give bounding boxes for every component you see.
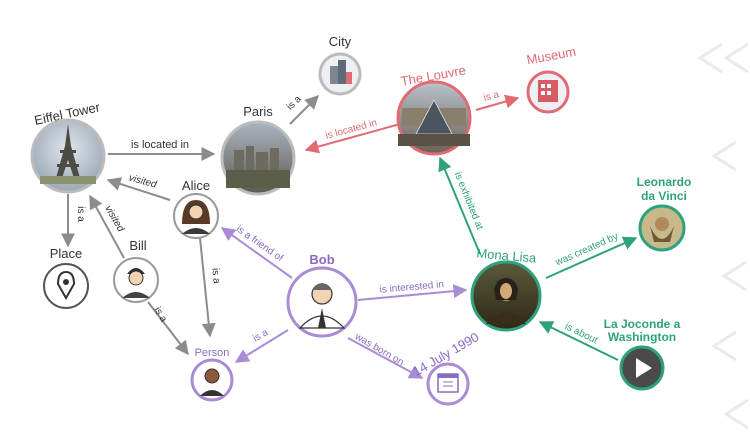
edge-eiffel-paris: is located in <box>108 139 216 161</box>
edge-mona-louvre: is exhibited at <box>438 156 485 255</box>
node-label-joconde-line2: Washington <box>608 330 676 344</box>
node-label-alice: Alice <box>182 178 210 193</box>
node-city: City <box>318 34 362 96</box>
edge-label-eiffel-paris: is located in <box>131 139 189 151</box>
node-bob: Bob <box>286 252 358 338</box>
node-label-leonardo-line1: Leonardo <box>637 175 692 189</box>
louvre-pyramid-photo <box>398 99 470 146</box>
node-mona-lisa: Mona Lisa <box>470 245 542 332</box>
edge-label-paris-city: is a <box>285 94 304 113</box>
edge-label-bill-person: is a <box>152 305 170 324</box>
edge-bill-person: is a <box>147 301 189 356</box>
map-pin-icon <box>56 270 76 301</box>
leonardo-portrait <box>650 217 674 242</box>
museum-building-icon <box>538 80 558 102</box>
man-avatar-icon <box>122 268 150 298</box>
edge-bill-eiffel: visited <box>89 194 126 259</box>
woman-avatar-icon <box>182 200 210 234</box>
edge-bob-date: was born on <box>347 331 424 379</box>
edge-label-bill-eiffel: visited <box>102 204 126 234</box>
edge-louvre-paris: is located in <box>304 117 401 154</box>
node-label-city: City <box>329 34 352 49</box>
node-eiffel-tower: Eiffel Tower <box>30 99 106 194</box>
city-buildings-icon <box>330 60 352 84</box>
node-label-bill: Bill <box>129 238 146 253</box>
node-label-paris: Paris <box>243 104 273 119</box>
edge-bob-mona: is interested in <box>357 279 468 301</box>
edge-alice-eiffel: visited <box>106 173 171 201</box>
businessman-avatar-icon <box>298 283 346 329</box>
edge-eiffel-place: is a <box>61 194 86 248</box>
edge-label-bob-date: was born on <box>352 331 406 368</box>
node-label-bob: Bob <box>309 252 334 267</box>
edge-label-louvre-museum: is a <box>482 89 500 104</box>
node-paris: Paris <box>220 104 296 196</box>
edge-louvre-museum: is a <box>475 89 520 111</box>
edge-bob-alice: is a friend of <box>220 224 293 279</box>
node-person: Person <box>190 347 234 402</box>
edge-label-mona-louvre: is exhibited at <box>452 171 485 232</box>
calendar-icon <box>437 373 459 393</box>
background-chevrons <box>697 42 749 430</box>
node-alice: Alice <box>173 178 219 239</box>
node-place: Place <box>43 246 89 309</box>
mona-lisa-painting <box>486 278 526 324</box>
node-the-louvre: The Louvre <box>396 62 472 156</box>
node-label-mona-lisa: Mona Lisa <box>476 245 538 265</box>
edge-bob-person: is a <box>234 327 289 363</box>
node-leonardo-da-vinci: Leonardo da Vinci <box>637 175 692 252</box>
person-avatar-icon <box>200 368 224 396</box>
eiffel-tower-photo <box>40 124 96 184</box>
video-play-icon[interactable] <box>636 358 652 378</box>
node-label-museum: Museum <box>525 44 577 67</box>
edge-label-eiffel-place: is a <box>75 206 86 222</box>
node-la-joconde: La Joconde a Washington <box>604 317 681 391</box>
edge-label-bob-alice: is a friend of <box>234 224 285 264</box>
edge-mona-leonardo: was created by <box>545 231 638 279</box>
paris-city-photo <box>226 146 290 188</box>
node-label-person: Person <box>195 347 230 359</box>
node-bill: Bill <box>113 238 159 303</box>
edge-label-alice-person: is a <box>209 268 221 285</box>
node-museum: Museum <box>525 44 577 114</box>
node-label-leonardo-line2: da Vinci <box>641 189 687 203</box>
edge-alice-person: is a <box>199 237 222 338</box>
node-label-place: Place <box>50 246 83 261</box>
node-label-joconde-line1: La Joconde a <box>604 317 681 331</box>
edge-paris-city: is a <box>285 94 319 125</box>
node-birth-date: 14 July 1990 <box>410 329 481 406</box>
